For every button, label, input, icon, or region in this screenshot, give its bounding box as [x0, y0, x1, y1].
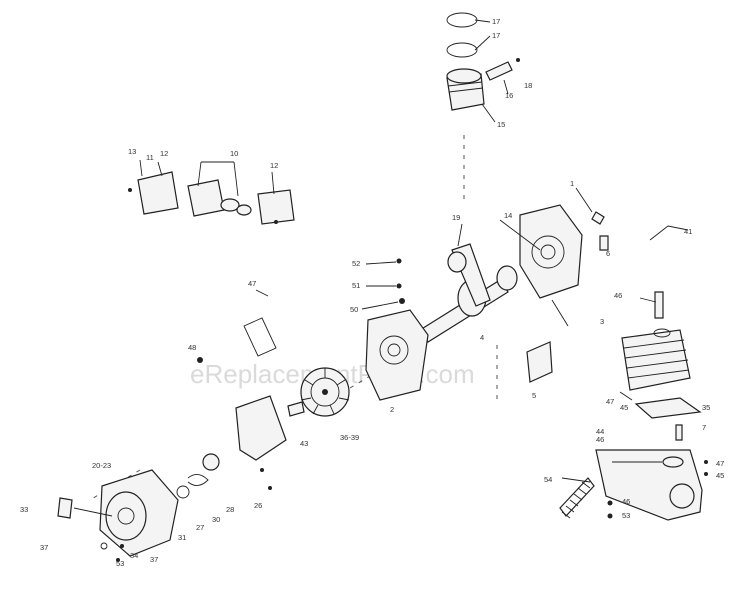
flywheel	[300, 367, 350, 417]
starter-rope	[73, 507, 113, 517]
callout-53: 53	[116, 559, 124, 568]
callout-53: 53	[622, 511, 630, 520]
callout-44: 44	[596, 427, 604, 436]
starter-pulley	[202, 453, 220, 471]
starter-spring	[187, 474, 209, 486]
screw	[116, 558, 120, 562]
callout-34: 34	[130, 551, 138, 560]
callout-10: 10	[230, 149, 238, 158]
callout-47: 47	[716, 459, 724, 468]
washer	[607, 500, 613, 506]
screw	[260, 468, 264, 472]
callout-45: 45	[716, 471, 724, 480]
callout-19: 19	[452, 213, 460, 222]
callout-6: 6	[606, 249, 610, 258]
callout-47: 47	[606, 397, 614, 406]
callout-15: 15	[497, 120, 505, 129]
callout-26: 26	[254, 501, 262, 510]
callout-5: 5	[532, 391, 536, 400]
callout-41: 41	[684, 227, 692, 236]
spark-plug	[654, 291, 664, 319]
crankcase-left	[365, 309, 429, 401]
plug	[591, 211, 605, 225]
nut	[607, 513, 613, 519]
callout-46: 46	[614, 291, 622, 300]
callout-47: 47	[248, 279, 256, 288]
callout-37: 37	[40, 543, 48, 552]
callout-1: 1	[570, 179, 574, 188]
callout-28: 28	[226, 505, 234, 514]
muffler	[595, 449, 703, 521]
callout-54: 54	[544, 475, 552, 484]
nut	[704, 460, 708, 464]
callout-51: 51	[352, 281, 360, 290]
callout-11: 11	[146, 153, 154, 162]
leader-lines	[139, 19, 657, 483]
washer	[176, 485, 190, 499]
callout-12: 12	[270, 161, 278, 170]
callout-35: 35	[702, 403, 710, 412]
callout-36-39: 36-39	[340, 433, 359, 442]
gasket	[526, 341, 553, 383]
callout-3: 3	[600, 317, 604, 326]
callout-50: 50	[350, 305, 358, 314]
callout-37: 37	[150, 555, 158, 564]
callout-27: 27	[196, 523, 204, 532]
exhaust-plate	[634, 397, 702, 419]
callout-31: 31	[178, 533, 186, 542]
crankcase-half	[519, 204, 583, 299]
callout-48: 48	[188, 343, 196, 352]
callout-12: 12	[160, 149, 168, 158]
callout-52: 52	[352, 259, 360, 268]
piston	[446, 68, 485, 111]
spring	[559, 477, 595, 519]
callout-18: 18	[524, 81, 532, 90]
reed-valve-assembly	[128, 171, 295, 225]
bushing	[399, 298, 405, 304]
callout-30: 30	[212, 515, 220, 524]
callout-46: 46	[622, 497, 630, 506]
screw	[268, 486, 272, 490]
screw	[396, 258, 402, 264]
callout-13: 13	[128, 147, 136, 156]
callout-20-23: 20-23	[92, 461, 111, 470]
callout-17: 17	[492, 31, 500, 40]
cylinder	[621, 328, 691, 391]
bolt	[675, 424, 683, 441]
callout-6: 14	[504, 211, 512, 220]
washer	[100, 542, 108, 550]
screw	[396, 283, 402, 289]
callout-14: 4	[480, 333, 484, 342]
wire-clip	[649, 225, 689, 241]
callout-33: 33	[20, 505, 28, 514]
callout-45: 45	[620, 403, 628, 412]
nut	[704, 472, 708, 476]
piston-ring	[446, 42, 478, 58]
callout-16: 16	[505, 91, 513, 100]
recoil-starter	[99, 469, 179, 557]
screw	[197, 357, 203, 363]
flywheel-nut	[287, 401, 305, 417]
screw	[120, 544, 124, 548]
callout-2: 2	[390, 405, 394, 414]
fitting	[599, 235, 609, 251]
wrist-pin	[485, 61, 513, 81]
pin-clip	[516, 58, 520, 62]
callout-46: 46	[596, 435, 604, 444]
rod-bearing	[447, 251, 467, 273]
callout-17: 17	[492, 17, 500, 26]
piston-ring	[446, 12, 478, 28]
callout-7: 7	[702, 423, 706, 432]
callout-43: 43	[300, 439, 308, 448]
ignition-bracket	[235, 289, 287, 461]
callout-labels: 17 17 18 16 15 13 11 12 10 12 1 19 14 6 …	[20, 17, 724, 568]
starter-handle	[57, 497, 73, 519]
